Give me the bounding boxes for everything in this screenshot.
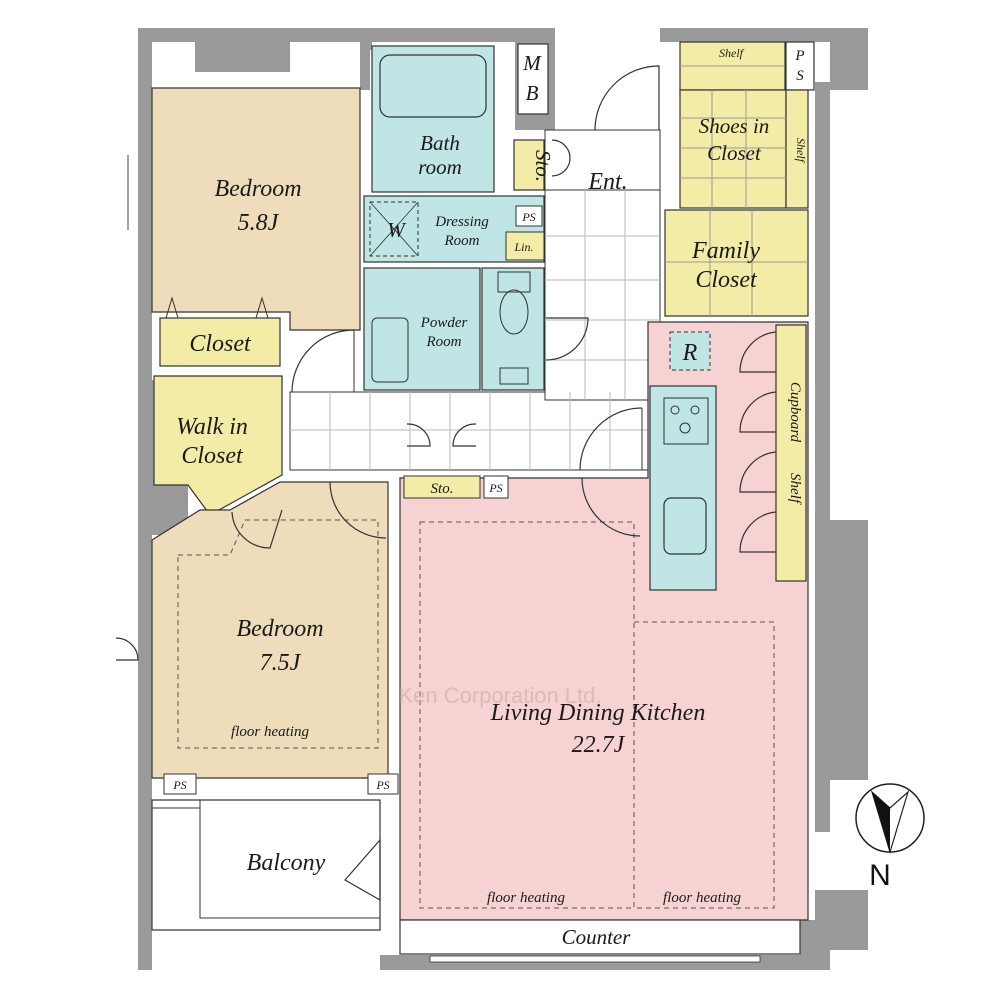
family-closet-area xyxy=(664,209,809,317)
shelf-side xyxy=(785,89,809,209)
cupboard-area xyxy=(775,324,807,582)
closet-label: Closet xyxy=(189,331,252,357)
ps-box-bedroom-left xyxy=(163,773,197,795)
meter-box xyxy=(517,43,549,115)
cupboard-label: Cupboard xyxy=(787,382,803,443)
mb-line1: M xyxy=(522,51,542,75)
toilet-icon xyxy=(499,289,529,335)
washer-label: W xyxy=(387,218,407,242)
bedroom-2-floor-heating: floor heating xyxy=(231,724,309,740)
powder-room-line1: Powder xyxy=(420,315,468,331)
linen-label: Lin. xyxy=(513,240,533,254)
ps-box-dressing xyxy=(515,205,543,227)
bedroom-1-name: Bedroom xyxy=(214,176,301,202)
ldk-window xyxy=(429,955,761,963)
entrance-label: Ent. xyxy=(587,169,627,195)
cupboard-doors xyxy=(739,331,777,553)
dressing-room-line1: Dressing xyxy=(434,214,489,230)
hall-floor xyxy=(289,129,661,471)
storage-vertical-label: Sto. xyxy=(531,150,555,182)
ps-top-line1: P xyxy=(794,48,804,64)
bedroom-2-name: Bedroom xyxy=(236,616,323,642)
counter-area xyxy=(399,919,801,955)
closet-door-marks xyxy=(165,296,269,319)
balcony-label: Balcony xyxy=(247,850,326,876)
ldk-size: 22.7J xyxy=(572,732,626,758)
vanity xyxy=(371,317,409,383)
kitchen-counter xyxy=(649,385,717,591)
counter-label: Counter xyxy=(562,925,632,949)
powder-room-line2: Room xyxy=(426,334,462,350)
compass-label: N xyxy=(869,859,891,892)
walk-in-closet-line2: Closet xyxy=(181,443,244,469)
ps-label-bedroom-right: PS xyxy=(375,778,389,792)
mb-line2: B xyxy=(526,81,539,105)
ps-label-bedroom-left: PS xyxy=(172,778,186,792)
linen-storage xyxy=(505,231,545,261)
bedroom-2-size: 7.5J xyxy=(260,650,302,676)
watermark: Ken Corporation Ltd. xyxy=(398,683,601,708)
bathtub xyxy=(379,54,487,118)
bath-room-line2: room xyxy=(418,155,462,179)
sink-icon xyxy=(663,497,707,555)
ps-box-bedroom-right xyxy=(367,773,399,795)
shelf-side-label: Shelf xyxy=(794,138,808,164)
bath-room-area xyxy=(371,45,495,193)
shoes-in-closet-area xyxy=(679,89,787,209)
closet-area xyxy=(159,317,281,367)
ldk-floor-heating-left-label: floor heating xyxy=(487,890,565,906)
shoes-closet-line1: Shoes in xyxy=(699,114,770,138)
shelf-top-label: Shelf xyxy=(719,46,745,60)
dressing-room-line2: Room xyxy=(444,233,480,249)
washer-space xyxy=(369,201,419,257)
shoes-closet-line2: Closet xyxy=(707,141,762,165)
bedroom-2-floor-heating-outline xyxy=(177,519,379,749)
walk-in-closet-line1: Walk in xyxy=(176,414,248,440)
bedroom-1-area xyxy=(151,87,361,331)
powder-room-area xyxy=(363,267,481,391)
ps-label-dressing: PS xyxy=(521,210,535,224)
family-closet-line1: Family xyxy=(691,238,760,264)
ps-top-line2: S xyxy=(796,68,804,84)
ps-label-hall: PS xyxy=(488,481,502,495)
refrigerator-space xyxy=(669,331,711,371)
balcony-area xyxy=(151,799,381,931)
ldk-floor-heating-right-label: floor heating xyxy=(663,890,741,906)
ldk-name: Living Dining Kitchen xyxy=(490,700,706,726)
north-arrow-icon xyxy=(855,783,925,855)
refrigerator-label: R xyxy=(682,340,698,366)
ps-box-hall xyxy=(483,475,509,499)
bath-room-line1: Bath xyxy=(420,131,460,155)
bedroom-1-size: 5.8J xyxy=(238,210,280,236)
cupboard-shelf-label: Shelf xyxy=(787,473,803,505)
storage-vertical xyxy=(513,139,545,191)
family-closet-line2: Closet xyxy=(695,267,758,293)
stove-icon xyxy=(663,397,709,445)
toilet-area xyxy=(481,267,545,391)
storage-horizontal xyxy=(403,475,481,499)
storage-horizontal-label: Sto. xyxy=(431,481,454,497)
doors xyxy=(115,65,660,902)
ldk-floor-heating-right xyxy=(633,621,775,909)
